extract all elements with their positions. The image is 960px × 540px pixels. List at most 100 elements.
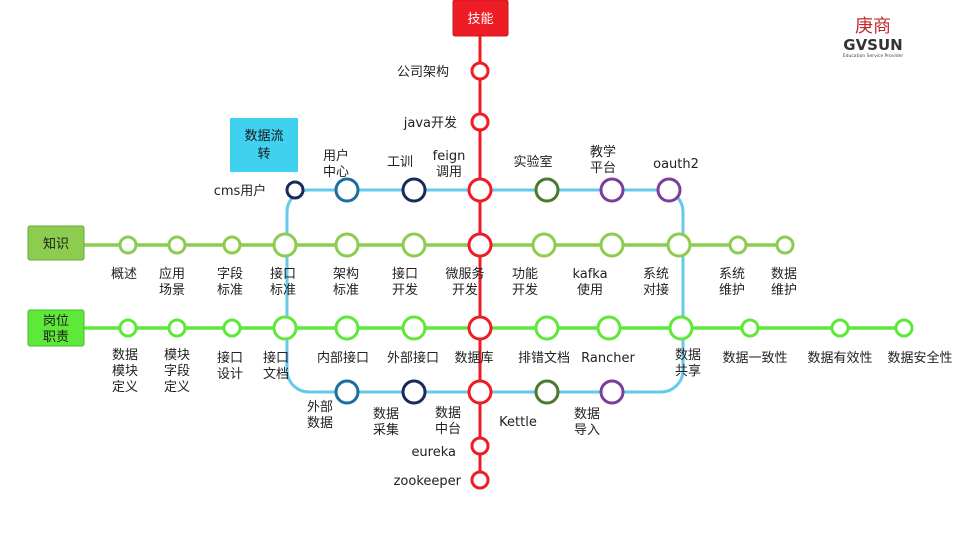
knowledge-station-label-5: 架构标准 xyxy=(333,267,359,298)
loop-top-label-4: 实验室 xyxy=(513,154,552,170)
loop-top-label-3: 工训 xyxy=(387,155,413,170)
loop-bottom-station-2 xyxy=(401,379,427,405)
knowledge-station-label-12: 数据维护 xyxy=(771,267,797,298)
dataflow-box: 数据流 转 xyxy=(230,118,298,172)
knowledge-station-label-8: 功能开发 xyxy=(512,267,538,298)
position-box-label-2: 职责 xyxy=(43,330,69,345)
knowledge-station-label-3: 字段标准 xyxy=(217,267,243,298)
knowledge-station-label-1: 概述 xyxy=(111,267,137,282)
knowledge-station-label-4: 接口标准 xyxy=(270,266,296,298)
knowledge-station-9 xyxy=(599,232,625,258)
position-station-2 xyxy=(167,318,187,338)
metro-lines xyxy=(84,36,905,480)
skill-station-label-1: 公司架构 xyxy=(397,65,449,80)
skill-box-label: 技能 xyxy=(467,12,493,27)
skill-station-3 xyxy=(467,177,493,203)
dataflow-box-label-1: 数据流 xyxy=(244,129,283,144)
knowledge-station-5 xyxy=(334,232,360,258)
position-station-label-1: 数据模块定义 xyxy=(112,348,138,395)
position-station-11 xyxy=(740,318,760,338)
knowledge-station-11 xyxy=(728,235,748,255)
loop-bottom-station-3 xyxy=(534,379,560,405)
position-station-8 xyxy=(534,315,560,341)
knowledge-station-label-2: 应用场景 xyxy=(159,266,185,298)
knowledge-box: 知识 xyxy=(27,225,85,261)
dataflow-box-label-2: 转 xyxy=(257,147,270,162)
logo-cn: 庚商 xyxy=(855,16,891,37)
knowledge-station-8 xyxy=(531,232,557,258)
loop-top-station-4 xyxy=(534,177,560,203)
skill-station-7 xyxy=(470,436,490,456)
position-station-5 xyxy=(334,315,360,341)
skill-station-label-6: 数据中台 xyxy=(435,406,461,437)
skill-station-label-5: 数据库 xyxy=(454,350,493,366)
knowledge-station-2 xyxy=(167,235,187,255)
loop-top-station-5 xyxy=(599,177,625,203)
position-box-label-1: 岗位 xyxy=(43,314,69,329)
position-station-label-11: 数据一致性 xyxy=(722,351,787,366)
skill-box: 技能 xyxy=(452,0,509,37)
loop-bottom-label-1: 外部数据 xyxy=(307,400,333,431)
knowledge-station-label-10: 系统对接 xyxy=(643,267,669,298)
loop-bottom-label-2: 数据采集 xyxy=(373,407,399,438)
knowledge-station-6 xyxy=(401,232,427,258)
knowledge-station-1 xyxy=(118,235,138,255)
skill-station-label-4: 微服务开发 xyxy=(445,266,484,298)
loop-top-label-1: cms用户 xyxy=(214,183,267,199)
position-station-label-2: 模块字段定义 xyxy=(164,348,190,395)
position-station-1 xyxy=(118,318,138,338)
loop-top-station-3 xyxy=(401,177,427,203)
knowledge-station-3 xyxy=(222,235,242,255)
position-station-6 xyxy=(401,315,427,341)
skill-station-8 xyxy=(470,470,490,490)
position-station-label-3: 接口设计 xyxy=(217,350,243,382)
knowledge-station-label-6: 接口开发 xyxy=(392,266,418,298)
skill-station-5 xyxy=(467,315,493,341)
knowledge-station-label-11: 系统维护 xyxy=(719,267,745,298)
position-station-3 xyxy=(222,318,242,338)
position-station-label-13: 数据安全性 xyxy=(887,350,952,366)
loop-bottom-station-4 xyxy=(599,379,625,405)
position-station-12 xyxy=(830,318,850,338)
logo-en: GVSUN xyxy=(843,36,902,54)
position-station-label-9: Rancher xyxy=(581,351,635,366)
skill-station-1 xyxy=(470,61,490,81)
loop-top-label-6: oauth2 xyxy=(653,157,699,172)
skill-station-label-2: java开发 xyxy=(403,115,457,131)
loop-top-label-2: 用户中心 xyxy=(323,148,349,180)
knowledge-station-4 xyxy=(272,232,298,258)
skill-station-label-7: eureka xyxy=(411,445,456,460)
position-station-label-4: 接口文档 xyxy=(263,350,289,382)
skill-station-2 xyxy=(470,112,490,132)
skill-station-label-8: zookeeper xyxy=(394,474,462,489)
skill-station-6 xyxy=(467,379,493,405)
logo-sub: Education Service Provider xyxy=(843,53,904,59)
position-station-10 xyxy=(668,315,694,341)
position-station-label-6: 外部接口 xyxy=(387,350,439,366)
loop-bottom-label-4: 数据导入 xyxy=(574,407,600,438)
position-station-9 xyxy=(596,315,622,341)
knowledge-station-10 xyxy=(666,232,692,258)
loop-bottom-label-3: Kettle xyxy=(499,415,537,430)
gvsun-logo: 庚商 GVSUN Education Service Provider xyxy=(843,16,904,59)
position-station-13 xyxy=(894,318,914,338)
loop-top-label-5: 教学平台 xyxy=(590,144,616,176)
metro-stations xyxy=(118,61,914,490)
knowledge-station-12 xyxy=(775,235,795,255)
position-station-label-5: 内部接口 xyxy=(317,350,369,366)
loop-top-station-1 xyxy=(285,180,305,200)
loop-top-station-6 xyxy=(656,177,682,203)
skill-station-4 xyxy=(467,232,493,258)
position-station-4 xyxy=(272,315,298,341)
loop-bottom-station-1 xyxy=(334,379,360,405)
position-station-label-12: 数据有效性 xyxy=(807,351,872,366)
position-station-label-8: 排错文档 xyxy=(518,351,570,366)
position-station-label-10: 数据共享 xyxy=(675,348,701,379)
knowledge-box-label: 知识 xyxy=(43,236,69,252)
position-box: 岗位 职责 xyxy=(27,309,85,347)
loop-top-station-2 xyxy=(334,177,360,203)
